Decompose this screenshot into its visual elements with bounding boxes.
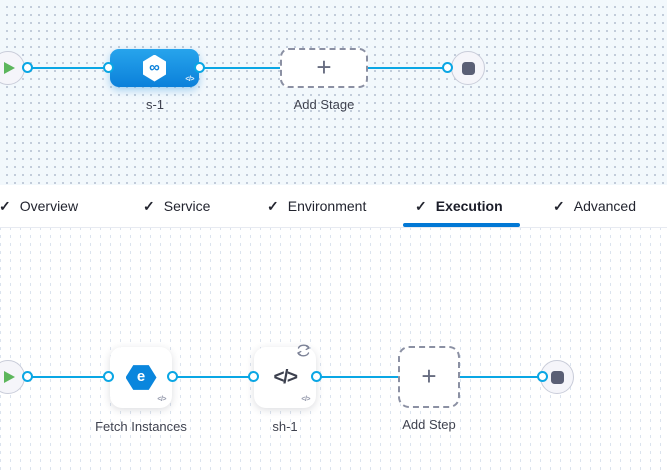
add-step-label: Add Step: [402, 417, 456, 432]
plus-icon: +: [421, 361, 437, 391]
edge-addstep-to-end: [459, 376, 543, 378]
plus-icon: +: [316, 52, 332, 82]
connector-ring: [311, 371, 322, 382]
step-node-fetch-instances[interactable]: e </>: [110, 347, 172, 408]
infinity-icon: ∞: [149, 59, 160, 76]
check-icon: ✓: [143, 197, 155, 214]
edge-addstage-to-end: [367, 67, 448, 69]
connector-ring: [167, 371, 178, 382]
step-label-fetch-instances: Fetch Instances: [95, 419, 187, 434]
edge-start-to-fetch: [27, 376, 110, 378]
connector-ring: [537, 371, 548, 382]
play-icon: [4, 62, 15, 74]
shell-script-icon: </>: [273, 366, 298, 388]
execution-end-node[interactable]: [540, 360, 574, 394]
active-tab-indicator: [403, 223, 520, 227]
execution-start-node[interactable]: [0, 360, 25, 394]
stop-icon: [461, 61, 475, 75]
execution-canvas: e </> Fetch Instances </> </> sh-1 + Add…: [0, 227, 667, 475]
check-icon: ✓: [553, 197, 565, 214]
edge-sh1-to-addstep: [315, 376, 399, 378]
tab-environment[interactable]: ✓ Environment: [267, 185, 366, 227]
step-label-sh1: sh-1: [272, 419, 298, 434]
add-stage-button[interactable]: +: [280, 48, 368, 88]
stage-canvas: ∞ </> s-1 + Add Stage: [0, 0, 667, 185]
edge-start-to-stage: [27, 67, 110, 69]
tab-advanced[interactable]: ✓ Advanced: [553, 185, 636, 227]
add-step-button[interactable]: +: [398, 346, 460, 408]
connector-ring: [103, 371, 114, 382]
connector-ring: [22, 371, 33, 382]
check-icon: ✓: [267, 197, 279, 214]
tab-label: Overview: [19, 198, 79, 214]
step-node-sh1[interactable]: </> </>: [254, 347, 316, 408]
tab-label: Service: [163, 198, 211, 214]
elastigroup-icon: e: [125, 365, 157, 390]
connector-ring: [22, 62, 33, 73]
connector-ring: [103, 62, 114, 73]
stop-icon: [550, 370, 564, 384]
tab-label: Advanced: [573, 198, 637, 214]
play-icon: [4, 371, 15, 383]
pipeline-start-node[interactable]: [0, 51, 25, 85]
tab-execution[interactable]: ✓ Execution: [415, 185, 503, 227]
tab-label: Environment: [287, 198, 367, 214]
deploy-stage-icon: ∞: [143, 54, 166, 82]
pipeline-end-node[interactable]: [451, 51, 485, 85]
code-badge-icon: </>: [301, 396, 310, 403]
stage-node-label: s-1: [145, 97, 165, 112]
add-stage-label: Add Stage: [293, 97, 355, 112]
tab-service[interactable]: ✓ Service: [143, 185, 210, 227]
looping-strategy-icon: [297, 344, 310, 357]
connector-ring: [442, 62, 453, 73]
code-badge-icon: </>: [157, 396, 166, 403]
tab-label: Execution: [435, 198, 503, 214]
connector-ring: [248, 371, 259, 382]
tab-overview[interactable]: ✓ Overview: [0, 185, 78, 227]
edge-stage-to-addstage: [199, 67, 281, 69]
check-icon: ✓: [415, 197, 427, 214]
connector-ring: [194, 62, 205, 73]
edge-fetch-to-sh1: [171, 376, 254, 378]
stage-node-s1[interactable]: ∞ </>: [110, 49, 199, 87]
code-badge-icon: </>: [185, 76, 194, 83]
check-icon: ✓: [0, 197, 11, 214]
stage-config-tabbar: ✓ Overview ✓ Service ✓ Environment ✓ Exe…: [0, 185, 667, 228]
